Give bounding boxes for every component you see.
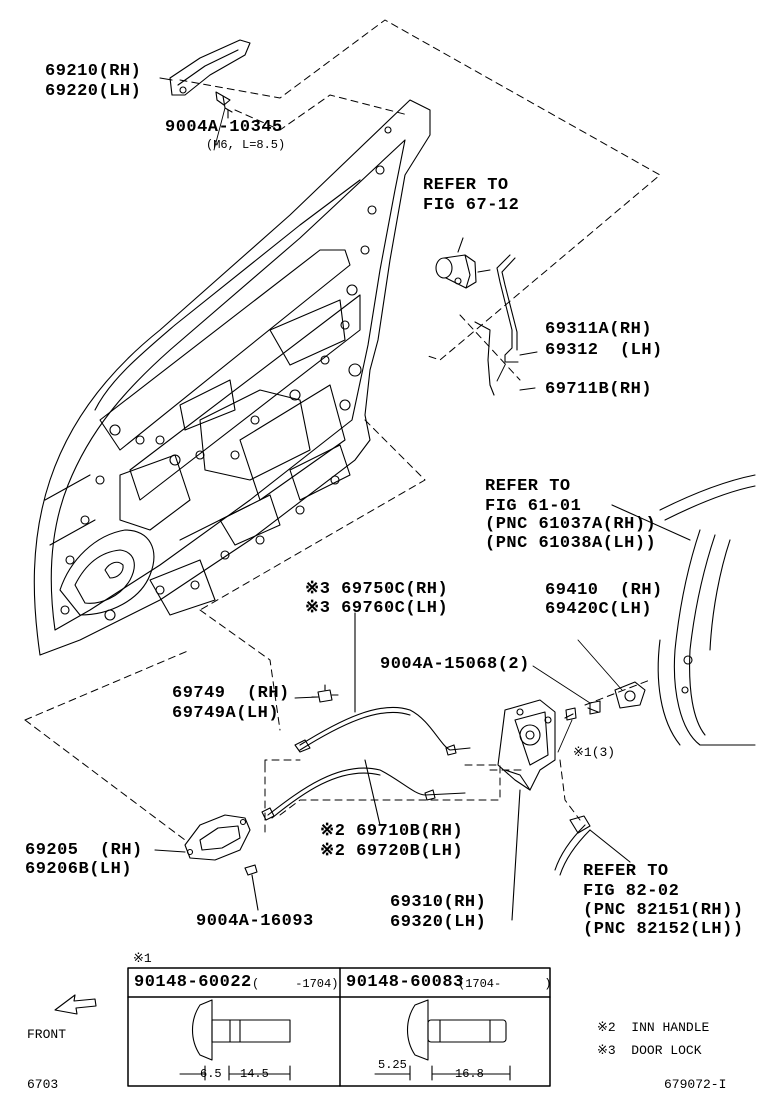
left-dim-2: 14.5 xyxy=(240,1067,269,1081)
right-dim-1: 5.25 xyxy=(378,1058,407,1072)
left-dim-1: 6.5 xyxy=(200,1067,222,1081)
right-dim-2: 16.8 xyxy=(455,1067,484,1081)
pillar-weatherstrip xyxy=(611,474,756,746)
bolt-right-drawing xyxy=(374,999,511,1081)
table-right-range: (1704- ) xyxy=(458,977,552,991)
door-rods xyxy=(474,254,538,396)
figure-id: 679072-I xyxy=(664,1077,727,1092)
weather-refer-3: (PNC 61037A(RH)) xyxy=(485,515,657,534)
front-label: FRONT xyxy=(27,1027,67,1042)
leader-lines xyxy=(213,107,623,753)
lock-cable-lh: ※3 69760C(LH) xyxy=(305,599,449,618)
inside-handle xyxy=(154,814,259,911)
table-right-pn: 90148-60083 xyxy=(346,973,464,992)
wiring-refer-4: (PNC 82152(LH)) xyxy=(583,920,744,939)
clamp-lh: 69749A(LH) xyxy=(172,704,280,723)
outside-handle xyxy=(159,39,251,119)
clamp-rh: 69749 (RH) xyxy=(172,684,290,703)
bolt-table xyxy=(127,967,551,1087)
bolt-left-drawing xyxy=(179,999,291,1081)
weather-refer-2: FIG 61-01 xyxy=(485,497,582,516)
inner-handle-lh: 69206B(LH) xyxy=(25,860,133,879)
note-inn-handle: ※2 INN HANDLE xyxy=(597,1020,710,1035)
striker-rh: 69410 (RH) xyxy=(545,581,663,600)
rod-b-rh: 69711B(RH) xyxy=(545,380,653,399)
inner-handle-rh: 69205 (RH) xyxy=(25,841,143,860)
inner-cable-rh: ※2 69710B(RH) xyxy=(320,822,464,841)
wiring-refer-3: (PNC 82151(RH)) xyxy=(583,901,744,920)
striker-lh: 69420C(LH) xyxy=(545,600,653,619)
cable-clamp xyxy=(311,684,339,703)
lock-cable-rh: ※3 69750C(RH) xyxy=(305,580,449,599)
wiring-connector xyxy=(554,815,631,876)
table-left-range: ( -1704) xyxy=(252,977,339,991)
inner-screw: 9004A-16093 xyxy=(196,912,314,931)
outer-handle-rh: 69210(RH) xyxy=(45,62,142,81)
door-striker xyxy=(587,681,646,715)
cylinder-refer-2: FIG 67-12 xyxy=(423,196,520,215)
table-mark: ※1 xyxy=(133,951,152,966)
door-lock-assembly xyxy=(497,699,577,921)
handle-bolt: 9004A-10345 xyxy=(165,118,283,137)
rod-a-rh: 69311A(RH) xyxy=(545,320,653,339)
handle-bolt-spec: (M6, L=8.5) xyxy=(206,138,286,152)
front-arrow-icon xyxy=(54,994,97,1015)
weather-refer-4: (PNC 61038A(LH)) xyxy=(485,534,657,553)
cylinder-refer-1: REFER TO xyxy=(423,176,509,195)
outer-handle-lh: 69220(LH) xyxy=(45,82,142,101)
inner-cable-lh: ※2 69720B(LH) xyxy=(320,842,464,861)
screw-note: ※1(3) xyxy=(573,745,616,760)
dashed-guide-lines xyxy=(24,19,661,841)
lock-cylinder xyxy=(435,237,491,289)
table-left-pn: 90148-60022 xyxy=(134,973,252,992)
wiring-refer-2: FIG 82-02 xyxy=(583,882,680,901)
lock-assy-lh: 69320(LH) xyxy=(390,913,487,932)
wiring-refer-1: REFER TO xyxy=(583,862,669,881)
note-door-lock: ※3 DOOR LOCK xyxy=(597,1043,702,1058)
door-inner-panel xyxy=(33,99,431,656)
striker-screw: 9004A-15068(2) xyxy=(380,655,530,674)
rod-a-lh: 69312 (LH) xyxy=(545,341,663,360)
weather-refer-1: REFER TO xyxy=(485,477,571,496)
page-code: 6703 xyxy=(27,1077,59,1092)
control-cables xyxy=(261,612,471,826)
lock-assy-rh: 69310(RH) xyxy=(390,893,487,912)
